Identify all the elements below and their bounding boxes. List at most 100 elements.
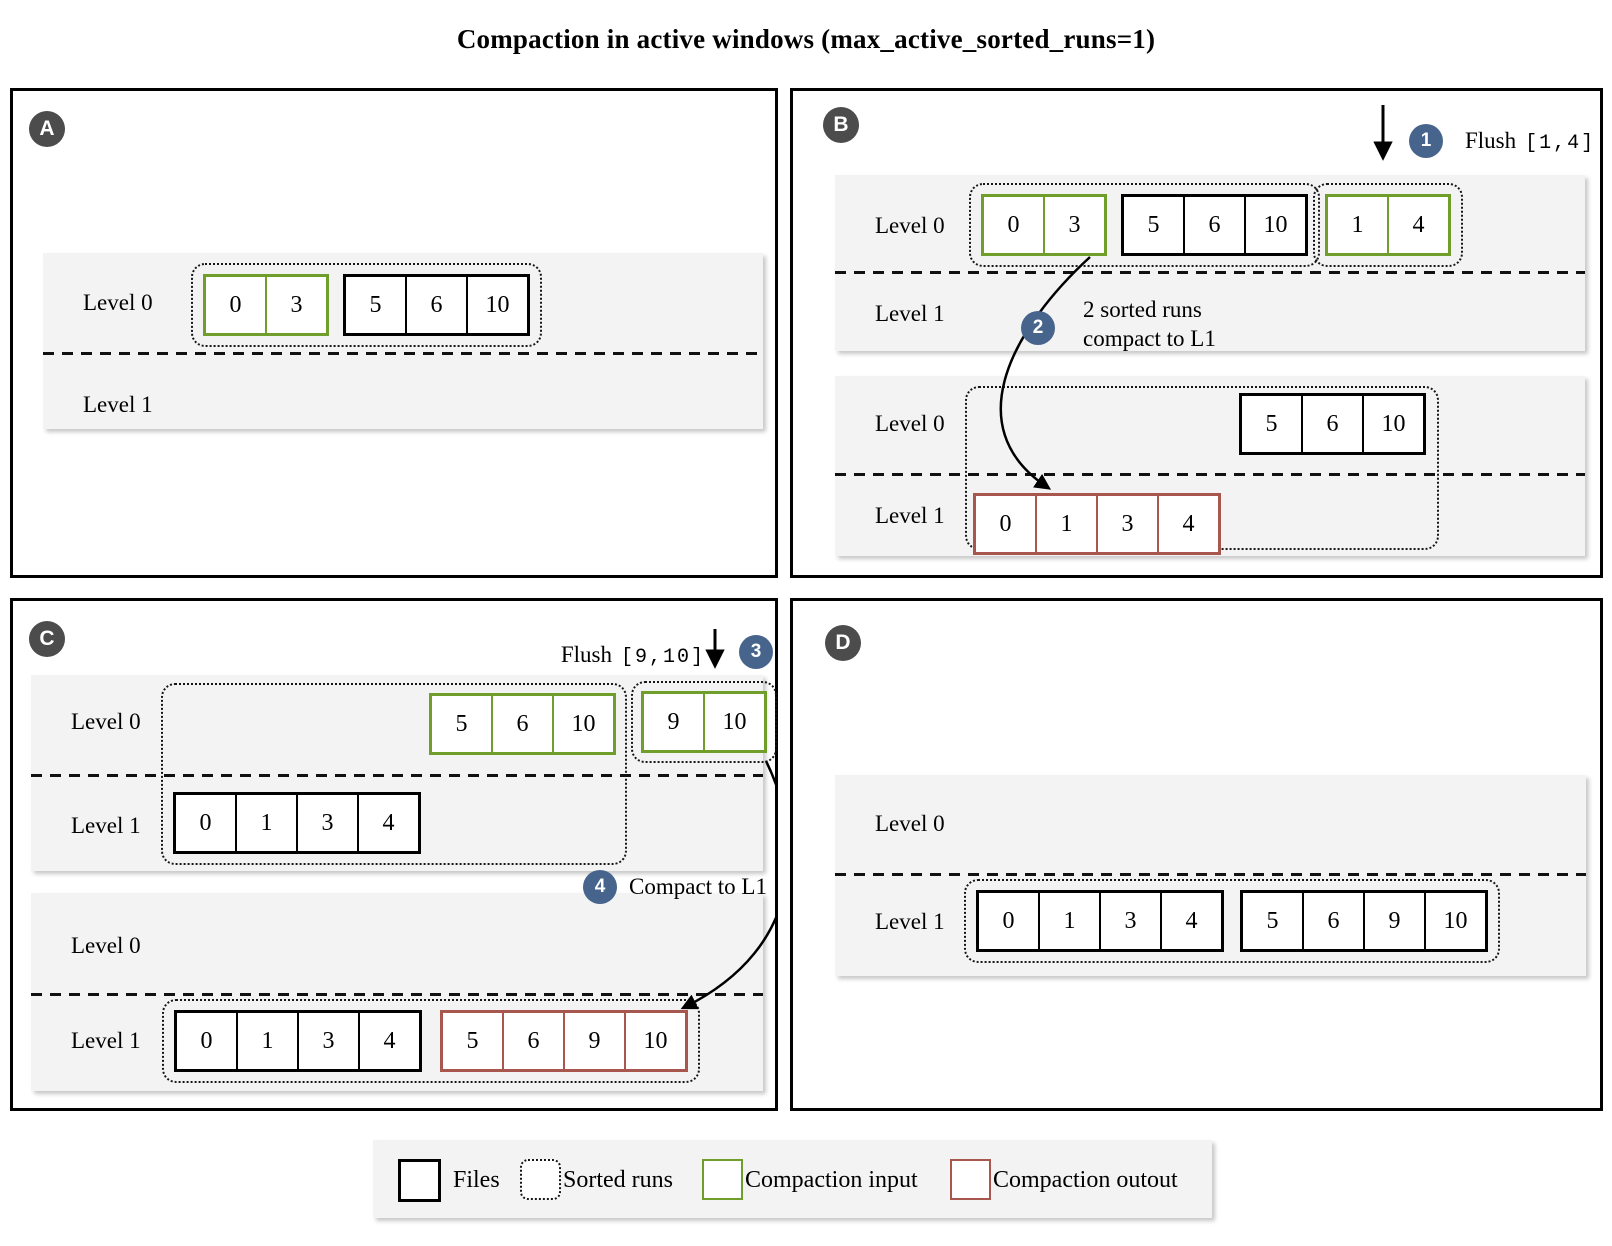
legend: Files Sorted runs Compaction input Compa… [373, 1140, 1212, 1218]
panel-a: A Level 0 Level 1 0 3 5 6 10 [10, 88, 778, 578]
files-swatch-icon [398, 1159, 441, 1202]
flushed-sorted-run-container: 1 4 [1313, 183, 1463, 267]
file-cell: 0 [976, 496, 1035, 552]
level-0-label: Level 0 [71, 709, 141, 734]
step-2-badge: 2 [1021, 311, 1055, 345]
level-1-label: Level 1 [875, 503, 945, 528]
level-divider [31, 774, 763, 777]
panel-c: C Flush [9,10] 3 Level 0 5 6 10 9 10 Lev… [10, 598, 778, 1111]
panel-d-levels-band: Level 0 Level 1 0 1 3 4 5 6 9 10 [835, 775, 1586, 976]
compaction-input-swatch-icon [702, 1159, 743, 1200]
compact-annotation: Compact to L1 [629, 874, 767, 900]
flush-action-label: Flush [1465, 128, 1517, 153]
file-cell: 6 [502, 1013, 563, 1069]
panel-c-after-band: Level 0 Level 1 0 1 3 4 5 6 9 10 [31, 893, 763, 1091]
file-cell: 0 [979, 893, 1038, 949]
file-group-compaction-output: 0 1 3 4 [973, 493, 1221, 555]
file-cell: 3 [297, 1013, 358, 1069]
file-cell: 3 [265, 277, 326, 333]
level-1-label: Level 1 [875, 301, 945, 326]
file-group-compaction-input: 9 10 [641, 691, 767, 753]
panel-b-before-band: Level 0 Level 1 0 3 5 6 10 1 4 [835, 175, 1585, 351]
level-1-label: Level 1 [875, 909, 945, 934]
flush-range-label: [9,10] [620, 646, 705, 669]
level-divider [31, 993, 763, 996]
compact-label: Compact to L1 [629, 874, 767, 899]
file-cell: 10 [624, 1013, 685, 1069]
file-cell: 3 [1096, 496, 1157, 552]
file-cell: 6 [1183, 197, 1244, 253]
sorted-runs-swatch-icon [520, 1159, 561, 1200]
file-cell: 5 [346, 277, 405, 333]
level-divider [835, 271, 1585, 274]
file-cell: 5 [1124, 197, 1183, 253]
panel-c-badge: C [29, 621, 65, 657]
file-cell: 9 [644, 694, 703, 750]
file-cell: 4 [357, 795, 418, 851]
file-cell: 1 [1038, 893, 1099, 949]
panel-d-badge: D [825, 625, 861, 661]
panel-c-before-band: Level 0 5 6 10 9 10 Level 1 0 1 3 4 [31, 675, 777, 871]
file-group-compaction-input: 0 3 [981, 194, 1107, 256]
file-cell: 1 [1328, 197, 1387, 253]
level-0-label: Level 0 [875, 411, 945, 436]
legend-sorted-runs-label: Sorted runs [563, 1167, 673, 1193]
file-cell: 0 [206, 277, 265, 333]
file-group-files: 5 6 9 10 [1240, 890, 1488, 952]
file-cell: 4 [1387, 197, 1448, 253]
sorted-run-container: 0 3 5 6 10 [969, 183, 1320, 267]
level-divider [835, 473, 1585, 476]
legend-compaction-input-label: Compaction input [745, 1167, 918, 1193]
sorted-run-container: 0 1 3 4 5 6 9 10 [964, 879, 1500, 963]
file-cell: 6 [1301, 396, 1362, 452]
level-0-label: Level 0 [71, 933, 141, 958]
panel-b-badge: B [823, 107, 859, 143]
file-cell: 10 [1362, 396, 1423, 452]
step-2-line-1: 2 sorted runs [1083, 297, 1202, 322]
level-0-label: Level 0 [83, 290, 153, 315]
file-cell: 5 [443, 1013, 502, 1069]
level-divider [835, 873, 1586, 876]
level-1-label: Level 1 [83, 392, 153, 417]
file-group-files: 0 1 3 4 [976, 890, 1224, 952]
file-cell: 10 [1424, 893, 1485, 949]
step-4-badge: 4 [583, 870, 617, 904]
legend-compaction-output-label: Compaction outout [993, 1167, 1178, 1193]
level-1-label: Level 1 [71, 1028, 141, 1053]
file-cell: 1 [236, 1013, 297, 1069]
panel-a-levels-band: Level 0 Level 1 0 3 5 6 10 [43, 253, 763, 429]
file-cell: 5 [1242, 396, 1301, 452]
file-cell: 3 [1099, 893, 1160, 949]
file-cell: 0 [984, 197, 1043, 253]
file-group-files: 5 6 10 [1121, 194, 1308, 256]
compaction-output-swatch-icon [950, 1159, 991, 1200]
flush-annotation: Flush [9,10] [511, 642, 705, 669]
flushed-sorted-run-container: 9 10 [631, 681, 777, 763]
file-group-files: 0 1 3 4 [173, 792, 421, 854]
file-cell: 6 [405, 277, 466, 333]
panel-b-after-band: Level 0 5 6 10 Level 1 0 1 3 4 [835, 376, 1585, 556]
file-cell: 10 [466, 277, 527, 333]
file-cell: 9 [563, 1013, 624, 1069]
file-group-files: 5 6 10 [343, 274, 530, 336]
file-cell: 5 [432, 696, 491, 752]
panel-a-badge: A [29, 111, 65, 147]
file-cell: 3 [296, 795, 357, 851]
panel-b: B 1 Flush [1,4] Level 0 Level 1 0 3 5 6 … [790, 88, 1603, 578]
file-cell: 3 [1043, 197, 1104, 253]
panel-d: D Level 0 Level 1 0 1 3 4 5 6 9 10 [790, 598, 1603, 1111]
level-divider [43, 352, 763, 355]
file-cell: 0 [177, 1013, 236, 1069]
flush-action-label: Flush [560, 642, 612, 667]
level-0-label: Level 0 [875, 213, 945, 238]
file-group-compaction-input: 1 4 [1325, 194, 1451, 256]
file-group-files: 0 1 3 4 [174, 1010, 422, 1072]
file-group-files: 5 6 10 [1239, 393, 1426, 455]
sorted-run-container: 0 3 5 6 10 [191, 263, 542, 347]
file-cell: 10 [703, 694, 764, 750]
step-2-annotation: 2 sorted runs compact to L1 [1083, 295, 1216, 353]
file-group-compaction-input: 0 3 [203, 274, 329, 336]
sorted-run-container: 0 1 3 4 5 6 9 10 [162, 999, 700, 1083]
file-cell: 4 [358, 1013, 419, 1069]
